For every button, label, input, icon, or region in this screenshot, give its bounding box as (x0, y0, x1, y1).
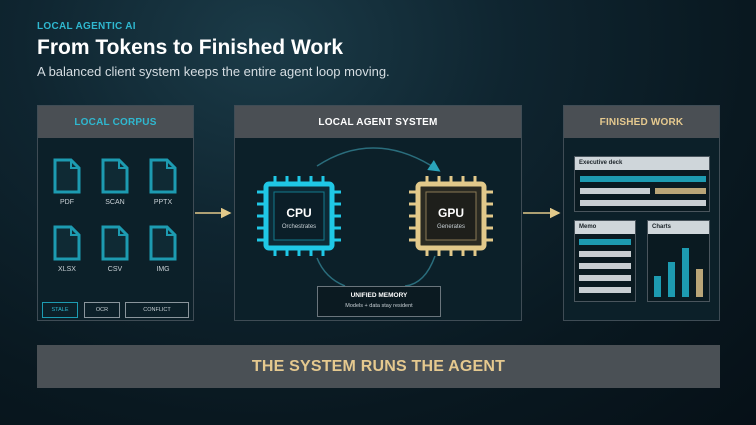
file-scan: SCAN (95, 158, 135, 206)
tag-stale: STALE (42, 302, 78, 318)
memo-card: Memo (574, 220, 636, 302)
cpu-label: CPU Orchestrates (259, 206, 339, 230)
memo-title: Memo (575, 221, 635, 234)
cpu-role: Orchestrates (281, 224, 317, 230)
footer-banner: THE SYSTEM RUNS THE AGENT (37, 345, 720, 388)
memory-title: UNIFIED MEMORY (350, 292, 408, 299)
document-icon (101, 158, 129, 194)
page-title: From Tokens to Finished Work (37, 36, 344, 59)
executive-deck-card: Executive deck (574, 156, 710, 212)
file-label: PDF (60, 199, 74, 206)
cpu-chip-icon (257, 176, 341, 256)
deck-bar (580, 188, 650, 194)
memo-line (579, 239, 631, 245)
memo-line (579, 287, 631, 293)
deck-bar (655, 188, 706, 194)
memo-line (579, 275, 631, 281)
page-subtitle: A balanced client system keeps the entir… (37, 64, 390, 79)
chart-bar-3 (682, 248, 689, 297)
cpu-name: CPU (286, 206, 312, 220)
chart-bar-4 (696, 269, 703, 297)
loop-arc-top (316, 147, 441, 172)
memo-line (579, 251, 631, 257)
local-agent-system-panel: LOCAL AGENT SYSTEM (234, 105, 522, 321)
chart-bar-2 (668, 262, 675, 297)
gpu-label: GPU Generates (411, 206, 491, 230)
file-label: PPTX (153, 199, 173, 206)
file-pdf: PDF (47, 158, 87, 206)
charts-title: Charts (648, 221, 709, 234)
gpu-name: GPU (437, 206, 464, 220)
tag-conflict: CONFLICT (125, 302, 189, 318)
document-icon (149, 225, 177, 261)
file-label: SCAN (105, 199, 125, 206)
executive-deck-title: Executive deck (575, 157, 709, 170)
unified-memory-box: UNIFIED MEMORY Models + data stay reside… (317, 286, 441, 317)
loop-arc-bottom-left (316, 257, 346, 287)
file-label: CSV (107, 266, 123, 273)
local-corpus-panel: LOCAL CORPUS PDF SCAN PPTX XLSX CSV IMG … (37, 105, 194, 321)
charts-card: Charts (647, 220, 710, 302)
file-label: IMG (156, 266, 170, 273)
chart-bar-1 (654, 276, 661, 297)
kicker: LOCAL AGENTIC AI (37, 21, 136, 32)
file-pptx: PPTX (143, 158, 183, 206)
document-icon (149, 158, 177, 194)
tag-ocr: OCR (84, 302, 120, 318)
local-corpus-title: LOCAL CORPUS (38, 106, 193, 138)
finished-work-title: FINISHED WORK (564, 106, 719, 138)
local-agent-system-title: LOCAL AGENT SYSTEM (235, 106, 521, 138)
agent-loop-graphic (257, 147, 493, 287)
deck-bar (580, 176, 706, 182)
memory-subtitle: Models + data stay resident (345, 303, 413, 309)
loop-arc-bottom (404, 255, 436, 287)
file-xlsx: XLSX (47, 225, 87, 273)
finished-work-panel: FINISHED WORK Executive deck Memo Charts (563, 105, 720, 321)
memo-line (579, 263, 631, 269)
gpu-chip-icon (409, 176, 493, 256)
document-icon (53, 158, 81, 194)
file-label: XLSX (58, 266, 76, 273)
file-csv: CSV (95, 225, 135, 273)
document-icon (53, 225, 81, 261)
document-icon (101, 225, 129, 261)
gpu-role: Generates (436, 224, 466, 230)
file-img: IMG (143, 225, 183, 273)
deck-bar (580, 200, 706, 206)
mini-bar-chart (654, 248, 703, 297)
